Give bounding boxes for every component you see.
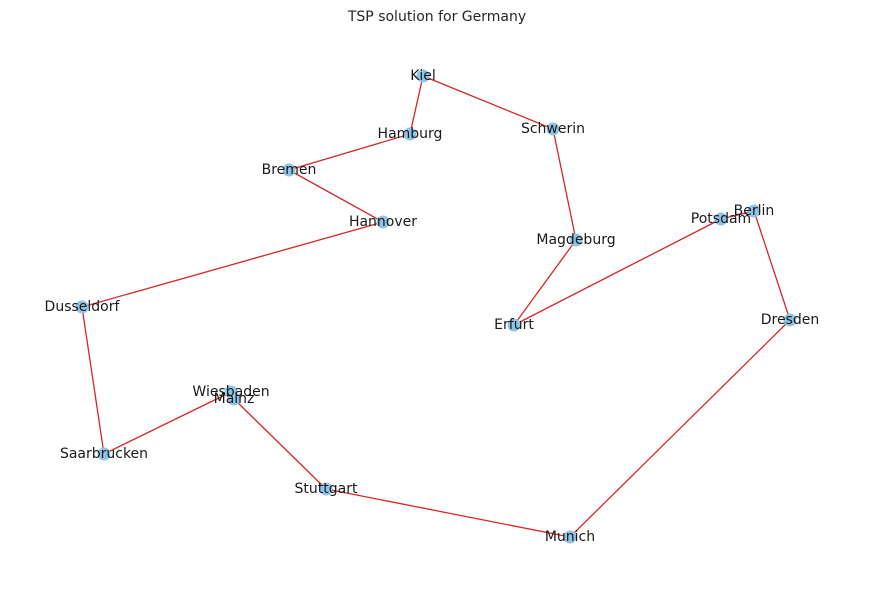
- node-label-kiel: Kiel: [410, 68, 436, 84]
- edge-erfurt-potsdam: [513, 218, 722, 326]
- edge-hamburg-kiel: [409, 75, 424, 135]
- node-mainz: [227, 392, 241, 406]
- node-dusseldorf: [75, 300, 89, 314]
- node-potsdam: [714, 212, 728, 226]
- city-nodes: [75, 69, 797, 544]
- node-label-stuttgart: Stuttgart: [295, 481, 358, 497]
- node-label-schwerin: Schwerin: [521, 121, 585, 137]
- node-label-dusseldorf: Dusseldorf: [45, 299, 121, 315]
- edge-saarbrucken-dusseldorf: [81, 306, 105, 455]
- chart-title: TSP solution for Germany: [347, 9, 526, 25]
- node-label-magdeburg: Magdeburg: [536, 232, 615, 248]
- node-label-mainz: Mainz: [214, 391, 255, 407]
- edge-schwerin-magdeburg: [552, 128, 577, 241]
- edge-dresden-munich: [569, 319, 791, 538]
- node-label-berlin: Berlin: [734, 203, 775, 219]
- node-label-erfurt: Erfurt: [494, 317, 534, 333]
- node-label-bremen: Bremen: [262, 162, 317, 178]
- node-bremen: [282, 163, 296, 177]
- edge-magdeburg-erfurt: [513, 239, 577, 326]
- node-munich: [563, 530, 577, 544]
- node-saarbrucken: [97, 447, 111, 461]
- node-schwerin: [546, 122, 560, 136]
- node-label-dresden: Dresden: [761, 312, 820, 328]
- node-label-munich: Munich: [545, 529, 595, 545]
- edge-stuttgart-mainz: [233, 398, 327, 490]
- edge-dusseldorf-hannover: [81, 221, 384, 308]
- node-kiel: [416, 69, 430, 83]
- node-label-hamburg: Hamburg: [378, 126, 443, 142]
- edge-bremen-hamburg: [288, 133, 411, 171]
- node-dresden: [783, 313, 797, 327]
- edge-berlin-dresden: [753, 210, 791, 321]
- node-label-hannover: Hannover: [349, 214, 417, 230]
- route-edges: [81, 75, 791, 538]
- node-label-potsdam: Potsdam: [691, 211, 751, 227]
- node-label-wiesbaden: Wiesbaden: [192, 384, 269, 400]
- edge-munich-stuttgart: [325, 488, 571, 538]
- node-magdeburg: [569, 233, 583, 247]
- edge-wiesbaden-saarbrucken: [103, 391, 232, 455]
- node-hamburg: [403, 127, 417, 141]
- node-berlin: [747, 204, 761, 218]
- edge-kiel-schwerin: [422, 75, 554, 130]
- node-stuttgart: [319, 482, 333, 496]
- node-erfurt: [507, 318, 521, 332]
- node-label-saarbrucken: Saarbrucken: [60, 446, 148, 462]
- node-hannover: [376, 215, 390, 229]
- edge-hannover-bremen: [288, 169, 384, 223]
